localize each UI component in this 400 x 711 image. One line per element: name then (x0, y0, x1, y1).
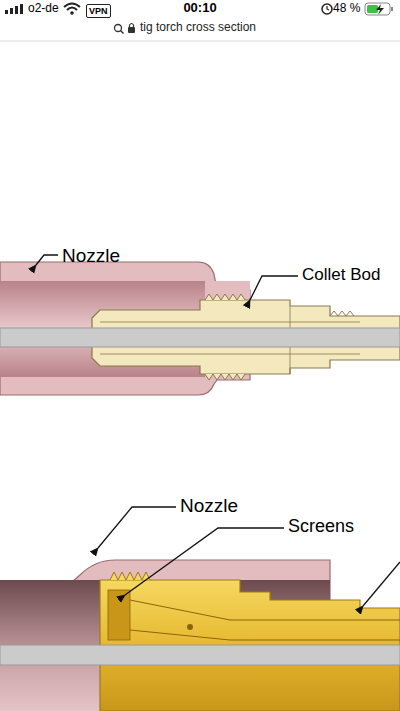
upper-section (0, 255, 400, 395)
battery-level: 48 % (333, 2, 360, 16)
vpn-badge: VPN (86, 4, 111, 18)
part-label: Nozzle (180, 495, 238, 517)
carrier-name: o2-de (28, 2, 59, 16)
url-text: tig torch cross section (140, 21, 256, 35)
part-label: Nozzle (62, 245, 120, 267)
lower-section (0, 507, 400, 711)
clock-time: 00:10 (183, 1, 216, 16)
part-label: Collet Bod (302, 265, 380, 285)
part-label: Screens (288, 516, 354, 537)
